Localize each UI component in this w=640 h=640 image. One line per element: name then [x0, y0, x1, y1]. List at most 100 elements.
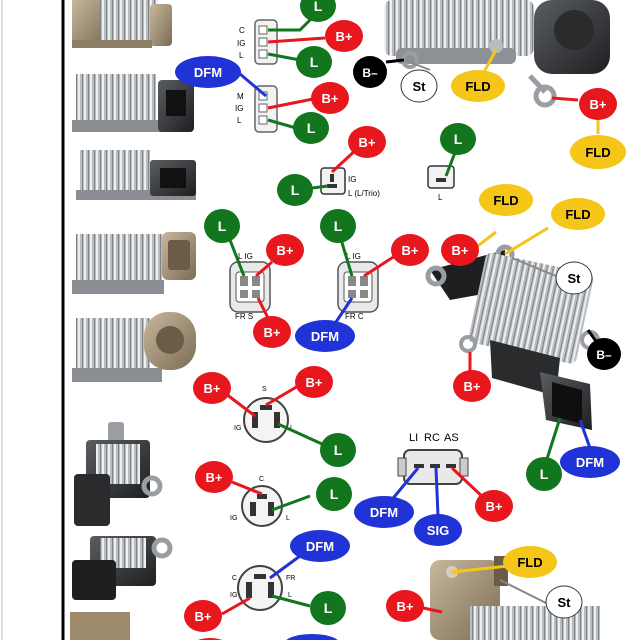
pin-label-l: L — [237, 116, 242, 125]
bubble-label-sig: SIG — [427, 523, 449, 538]
pin-label-l: L — [286, 515, 290, 522]
bubble-fld-2: FLD — [570, 120, 626, 169]
connector-round-c-ig-l: C IG L — [230, 476, 311, 527]
pin-label-l: L — [290, 425, 294, 432]
regulator-photo-6 — [74, 422, 163, 526]
bubble-label-dfm: DFM — [306, 539, 334, 554]
regulator-photo-5 — [72, 312, 196, 382]
pin-label-fr-c: FR C — [345, 312, 364, 321]
bubble-label-bplus: B+ — [264, 325, 281, 340]
bubble-label-l: L — [324, 600, 333, 616]
bubble-label-l: L — [540, 466, 549, 482]
pin-label-li: LI — [409, 432, 418, 444]
bubble-st-2: St — [555, 261, 593, 295]
bubble-l-6: L — [204, 209, 240, 243]
bubble-bplus-11: B+ — [295, 366, 333, 398]
bubble-fld-3: FLD — [479, 184, 533, 216]
bubble-fld-5: FLD — [503, 546, 557, 578]
bubble-bplus-12: B+ — [195, 461, 233, 493]
bubble-st-1: St — [400, 69, 438, 103]
connector-li-rc-as: LI RC AS — [388, 432, 488, 517]
pin-label-ig: IG — [234, 425, 241, 432]
bubble-l-8: L — [526, 457, 562, 491]
pin-label-s: S — [262, 386, 267, 393]
bubble-dfm-3: DFM — [560, 446, 620, 478]
bubble-sig-1: SIG — [414, 514, 462, 546]
bubble-l-4: L — [277, 174, 313, 206]
bubble-dfm-1: DFM — [175, 56, 241, 88]
bubble-bplus-2: B+ — [311, 82, 349, 114]
bubble-l-3: L — [293, 112, 329, 144]
bubble-label-fld: FLD — [565, 207, 590, 222]
pin-label-l-ig: L IG — [346, 252, 361, 261]
pin-label-c: C — [232, 575, 237, 582]
bubble-label-st: St — [413, 79, 427, 94]
bubble-l-1: L — [300, 0, 336, 22]
bubble-l-10: L — [316, 477, 352, 511]
pin-label-ig: IG — [237, 39, 245, 48]
pin-label-ig: IG — [348, 175, 356, 184]
bubble-label-bplus: B+ — [277, 243, 294, 258]
bubble-label-bplus: B+ — [206, 470, 223, 485]
pin-label-l: L — [239, 51, 244, 60]
pin-label-fr-s: FR S — [235, 312, 253, 321]
bubble-label-dfm: DFM — [576, 455, 604, 470]
pin-label-l: L — [288, 592, 292, 599]
bubble-label-bplus: B+ — [195, 609, 212, 624]
bubble-label-bminus: B– — [596, 348, 612, 362]
bubble-bplus-15: B+ — [386, 590, 424, 622]
pin-label-ig: IG — [235, 104, 243, 113]
connector-l-ig-fr-s: L IG FR S — [228, 239, 273, 321]
pin-label-rc: RC — [424, 432, 440, 444]
bubble-label-l: L — [314, 0, 323, 14]
regulator-photo-1 — [72, 0, 172, 48]
bubble-bplus-13: B+ — [184, 600, 222, 632]
bubble-bplus-7: B+ — [391, 234, 429, 266]
bubble-label-l: L — [334, 218, 343, 234]
connector-single-l: L — [427, 149, 458, 202]
bubble-dfm-5: DFM — [354, 496, 414, 528]
bubble-label-bplus: B+ — [359, 135, 376, 150]
bubble-label-st: St — [568, 271, 582, 286]
bubble-label-l: L — [218, 218, 227, 234]
page-border — [1, 0, 65, 640]
bubble-bplus-10: B+ — [193, 372, 231, 404]
bubble-label-dfm: DFM — [370, 505, 398, 520]
bubble-label-fld: FLD — [517, 555, 542, 570]
bubble-label-l: L — [291, 182, 300, 198]
connector-round-c-ig-l-fr: C FR IG L — [221, 554, 311, 616]
bubble-l-11: L — [310, 591, 346, 625]
regulator-photo-7 — [70, 536, 173, 640]
bubble-label-l: L — [330, 486, 339, 502]
bubble-bminus-2: B– — [587, 338, 621, 370]
pin-label-l-trio: L (L/Trio) — [348, 189, 380, 198]
bubble-fld-1: FLD — [451, 70, 505, 102]
bubble-label-l: L — [310, 54, 319, 70]
connector-c-ig-l: C IG L — [237, 12, 326, 65]
regulator-photo-4 — [72, 232, 196, 294]
bubble-label-bplus: B+ — [204, 381, 221, 396]
bubble-bplus-14: B+ — [475, 490, 513, 522]
bubble-l-2: L — [296, 46, 332, 78]
bubble-l-7: L — [320, 209, 356, 243]
bubble-label-bplus: B+ — [336, 29, 353, 44]
bubble-label-bplus: B+ — [402, 243, 419, 258]
pin-label-ig: IG — [230, 515, 237, 522]
pin-label-c: C — [239, 26, 245, 35]
bubble-label-fld: FLD — [465, 79, 490, 94]
bubble-label-l: L — [334, 442, 343, 458]
bubble-bplus-4: B+ — [348, 126, 386, 158]
bubble-label-bplus: B+ — [590, 97, 607, 112]
pin-label-as: AS — [444, 432, 459, 444]
bubble-bplus-9: B+ — [453, 370, 491, 402]
bubble-label-fld: FLD — [493, 193, 518, 208]
bubble-label-bplus: B+ — [306, 375, 323, 390]
bubble-bplus-6: B+ — [253, 316, 291, 348]
bubble-l-5: L — [440, 123, 476, 155]
bubble-fld-4: FLD — [551, 198, 605, 230]
bubble-label-l: L — [454, 131, 463, 147]
pin-label-fr: FR — [286, 575, 295, 582]
regulator-photo-top-right — [384, 0, 610, 108]
